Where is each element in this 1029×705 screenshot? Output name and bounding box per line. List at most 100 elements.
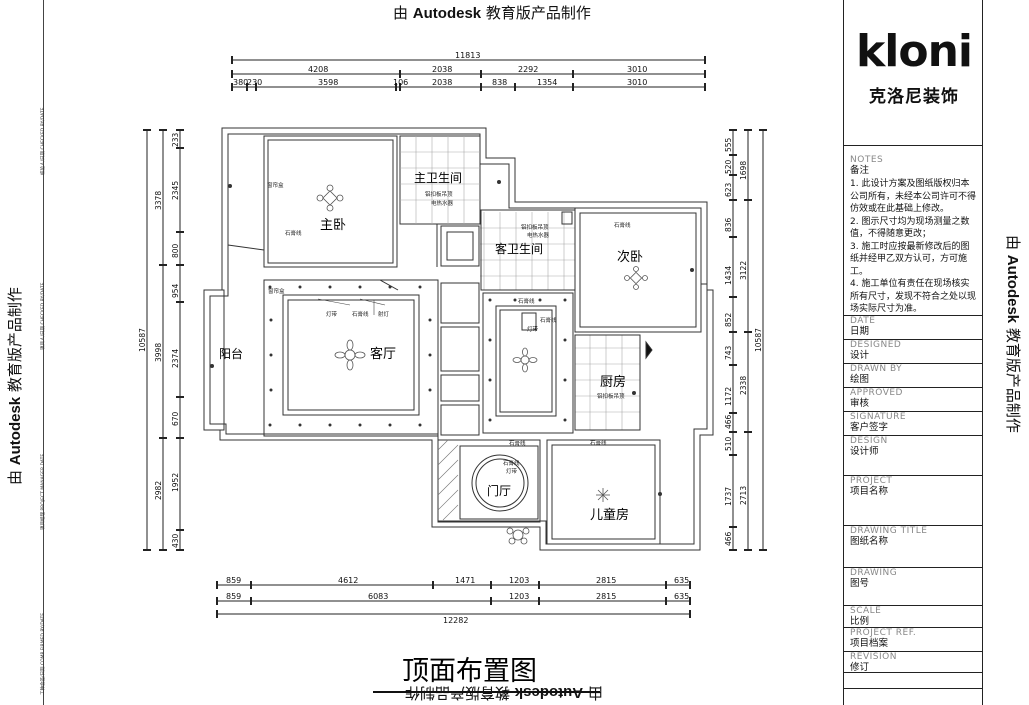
note-plaster-foyer-top: 石膏线 <box>509 439 526 447</box>
dim-right-inner-3: 836 <box>724 217 733 232</box>
dim-top-r1-0: 4208 <box>308 65 328 74</box>
dim-left-inner-4: 2374 <box>171 349 180 368</box>
dim-right-inner-9: 510 <box>724 436 733 451</box>
dim-right-inner-1: 520 <box>724 159 733 174</box>
dim-top-r2-3: 106 <box>393 78 408 87</box>
dim-right-outer-2: 2338 <box>739 376 748 395</box>
room-label-foyer: 门厅 <box>487 483 511 498</box>
note-alu-guest-bath: 铝扣板吊顶 <box>521 223 549 231</box>
note-plaster-living: 石膏线 <box>352 310 369 318</box>
dim-bottom-r1-1: 4612 <box>338 576 358 585</box>
field-project-ref: PROJECT REF.项目档案 <box>844 627 982 651</box>
dim-right-inner-0: 555 <box>724 137 733 152</box>
dim-bottom-r2-4: 635 <box>674 592 689 601</box>
note-light-strip-living: 灯带 <box>326 310 338 318</box>
note-4: 4. 施工单位有责任在现场核实所有尺寸，发现不符合之处以现场实际尺寸为准。 <box>850 279 977 314</box>
dim-bottom-r2-3: 2815 <box>596 592 616 601</box>
dim-right-outer-0: 1698 <box>739 161 748 180</box>
dim-left-inner-5: 670 <box>171 411 180 426</box>
room-label-living-room: 客厅 <box>370 346 396 362</box>
dim-right-inner-6: 743 <box>724 345 733 360</box>
dim-bottom-r1-0: 859 <box>226 576 241 585</box>
dim-top-r2-6: 1354 <box>537 78 557 87</box>
dim-top-r2-5: 838 <box>492 78 507 87</box>
dim-left-inner-3: 954 <box>171 283 180 298</box>
dim-right-inner-4: 1434 <box>724 266 733 285</box>
dim-top-r2-2: 3598 <box>318 78 338 87</box>
notes-section: NOTES 备注 1. 此设计方案及图纸版权归本公司所有，未经本公司许可不得仿效… <box>844 145 982 315</box>
note-plaster-dining-top: 石膏线 <box>518 297 535 305</box>
dim-bottom-r2-1: 6083 <box>368 592 388 601</box>
dim-right-inner-10: 1737 <box>724 487 733 506</box>
revision-line-1 <box>844 672 982 673</box>
dim-top-r1-3: 3010 <box>627 65 647 74</box>
notes-label-cn: 备注 <box>850 165 870 176</box>
dim-right-inner-7: 1172 <box>724 387 733 406</box>
dim-bottom-r2-2: 1203 <box>509 592 529 601</box>
note-plaster-foyer: 石膏线 <box>503 459 520 467</box>
dim-bottom-r2-0: 859 <box>226 592 241 601</box>
dim-bottom-r1-4: 2815 <box>596 576 616 585</box>
dim-right-inner-5: 852 <box>724 312 733 327</box>
dim-left-inner-1: 2345 <box>171 181 180 200</box>
dim-left-outer-1: 3998 <box>154 343 163 362</box>
dim-right-total: 10587 <box>754 328 763 352</box>
room-label-second-bedroom: 次卧 <box>617 249 643 265</box>
dim-right-outer-3: 2713 <box>739 486 748 505</box>
room-label-master-bath: 主卫生间 <box>414 171 462 185</box>
note-curtain-box-master: 窗帘盒 <box>267 181 284 189</box>
note-light-strip-foyer: 灯带 <box>506 467 518 475</box>
note-plaster-kids: 石膏线 <box>590 439 607 447</box>
dim-top-r1-1: 2038 <box>432 65 452 74</box>
dim-right-outer-1: 3122 <box>739 261 748 280</box>
dim-right-inner-8: 466 <box>724 414 733 429</box>
room-label-kids-room: 儿童房 <box>590 507 629 523</box>
room-label-master-bedroom: 主卧 <box>320 218 346 233</box>
note-1: 1. 此设计方案及图纸版权归本公司所有，未经本公司许可不得仿效或在此基础上修改。 <box>850 179 977 214</box>
note-spotlight-living: 射灯 <box>378 310 390 318</box>
dim-bottom-total: 12282 <box>443 616 468 625</box>
room-label-balcony: 阳台 <box>219 346 243 361</box>
drawing-title: 顶面布置图 <box>402 656 537 687</box>
company-name: 克洛尼装饰 <box>869 87 959 107</box>
note-heater-guest-bath: 电热水器 <box>527 231 550 239</box>
note-light-strip-dining: 灯带 <box>527 325 539 333</box>
notes-label-en: NOTES <box>850 155 884 165</box>
dim-top-r2-1: 230 <box>247 78 262 87</box>
watermark-top: 由 Autodesk 教育版产品制作 <box>393 4 591 22</box>
dim-left-outer-0: 3378 <box>154 191 163 210</box>
note-3: 3. 施工时应按最新修改后的图纸并经甲乙双方认可，方可施工。 <box>850 241 970 277</box>
brand-logo: kloni <box>856 26 973 77</box>
dim-bottom-r1-5: 635 <box>674 576 689 585</box>
note-plaster-dining: 石膏线 <box>540 316 557 324</box>
note-curtain-box-living: 窗帘盒 <box>268 287 285 295</box>
dim-top-r2-0: 380 <box>233 78 248 87</box>
room-label-guest-bath: 客卫生间 <box>495 241 543 256</box>
dim-bottom-r1-3: 1203 <box>509 576 529 585</box>
room-label-kitchen: 厨房 <box>600 374 626 390</box>
revision-line-2 <box>844 688 982 689</box>
note-plaster-master: 石膏线 <box>285 229 302 237</box>
dim-bottom-r1-2: 1471 <box>455 576 475 585</box>
dim-top-r2-4: 2038 <box>432 78 452 87</box>
dim-top-r1-2: 2292 <box>518 65 538 74</box>
watermark-right: 由 Autodesk 教育版产品制作 <box>1004 235 1022 433</box>
left-margin-line <box>43 0 44 705</box>
dim-right-inner-2: 623 <box>724 182 733 197</box>
dim-left-inner-2: 800 <box>171 243 180 258</box>
dim-left-total: 10587 <box>138 328 147 352</box>
note-alu-master-bath: 铝扣板吊顶 <box>425 190 453 198</box>
ceiling-plan: 主卧 主卫生间 客卫生间 次卧 阳台 客厅 厨房 门厅 儿童房 窗帘盒 石膏线 … <box>138 51 767 693</box>
dim-left-outer-2: 2982 <box>154 481 163 500</box>
dim-left-inner-7: 430 <box>171 533 180 548</box>
dim-top-total: 11813 <box>455 51 480 60</box>
